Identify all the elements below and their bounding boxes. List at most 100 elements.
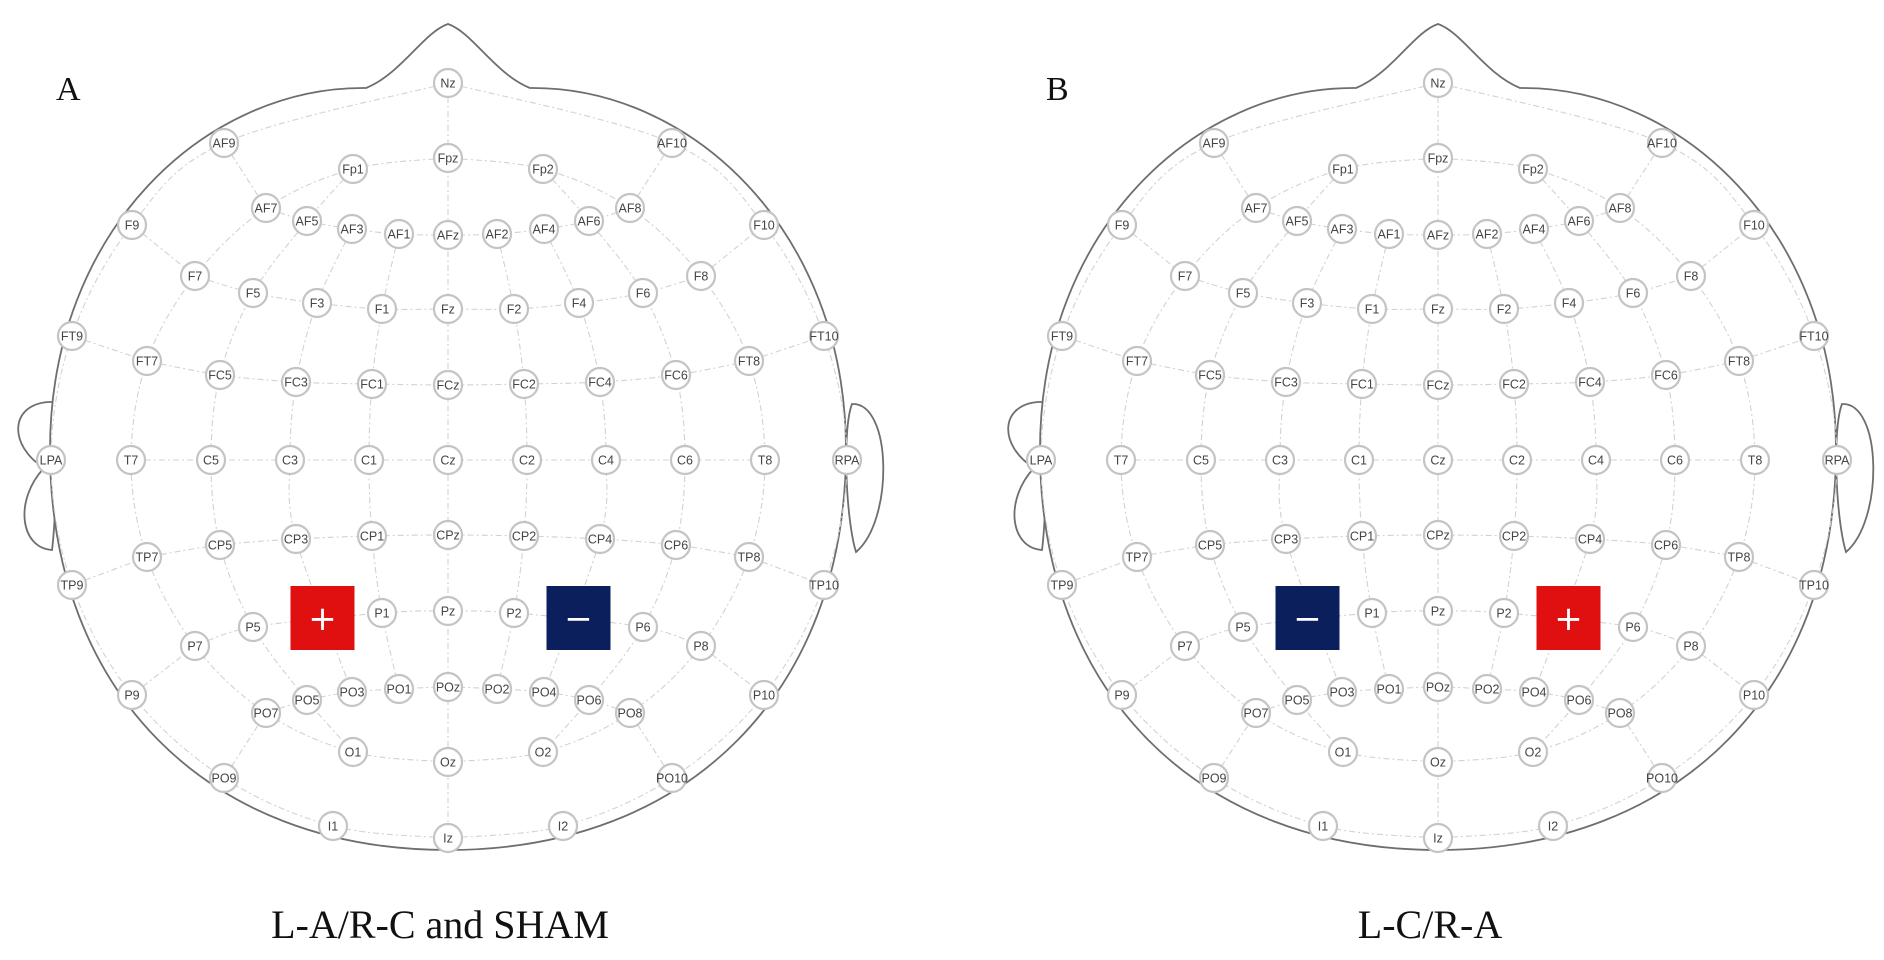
electrode-marker	[614, 192, 646, 224]
grid-line	[146, 534, 750, 558]
electrode-label: Nz	[440, 77, 455, 91]
electrode-lpa: LPA	[1025, 444, 1057, 476]
electrode-label: AF5	[296, 215, 319, 229]
electrode-po6: PO6	[573, 684, 605, 716]
anode-pad-square	[1536, 586, 1601, 650]
grid-line	[543, 228, 608, 693]
electrode-marker	[353, 444, 385, 476]
electrode-label: CP5	[208, 539, 232, 553]
electrode-po5: PO5	[1281, 684, 1313, 716]
grid-line	[130, 157, 449, 763]
electrode-cp4: CP4	[584, 523, 616, 555]
electrode-label: O1	[1335, 746, 1352, 760]
electrode-t8: T8	[749, 444, 781, 476]
electrode-po3: PO3	[336, 676, 368, 708]
electrode-f1: F1	[366, 293, 398, 325]
electrode-label: CP2	[1502, 530, 1526, 544]
electrode-marker	[481, 218, 513, 250]
electrode-label: RPA	[1825, 454, 1850, 468]
electrode-po8: PO8	[1604, 697, 1636, 729]
electrode-label: F5	[1236, 287, 1251, 301]
electrode-label: AF1	[388, 228, 411, 242]
electrode-label: C4	[1588, 454, 1604, 468]
electrode-label: AF7	[1245, 202, 1268, 216]
electrode-af3: AF3	[336, 213, 368, 245]
electrode-marker	[1264, 444, 1296, 476]
electrode-f7: F7	[179, 260, 211, 292]
electrode-i1: I1	[1307, 810, 1339, 842]
electrode-af2: AF2	[1471, 218, 1503, 250]
electrode-marker	[1518, 213, 1550, 245]
electrode-label: FC6	[1654, 369, 1678, 383]
electrode-marker	[1422, 595, 1454, 627]
electrode-marker	[527, 736, 559, 768]
electrode-marker	[366, 597, 398, 629]
electrode-marker	[432, 444, 464, 476]
electrode-marker	[301, 287, 333, 319]
electrode-label: C4	[598, 454, 614, 468]
electrode-marker	[383, 218, 415, 250]
electrode-marker	[1356, 293, 1388, 325]
electrode-f9: F9	[116, 209, 148, 241]
electrode-label: C5	[203, 454, 219, 468]
electrode-marker	[432, 595, 464, 627]
electrode-marker	[733, 345, 765, 377]
electrode-iz: Iz	[432, 822, 464, 854]
electrode-t8: T8	[1739, 444, 1771, 476]
grid-line	[447, 157, 766, 763]
electrode-po1: PO1	[383, 673, 415, 705]
electrode-marker	[1106, 209, 1138, 241]
electrode-label: PO1	[386, 683, 411, 697]
electrode-label: PO8	[1607, 707, 1632, 721]
electrode-f4: F4	[1553, 287, 1585, 319]
electrode-label: CP2	[512, 530, 536, 544]
electrode-marker	[1194, 359, 1226, 391]
electrode-f3: F3	[301, 287, 333, 319]
grid-line	[447, 82, 848, 839]
electrode-marker	[573, 684, 605, 716]
electrode-p2: P2	[1488, 597, 1520, 629]
electrode-label: AFz	[1427, 229, 1449, 243]
electrode-marker	[1185, 444, 1217, 476]
electrode-marker	[250, 697, 282, 729]
electrode-marker	[481, 673, 513, 705]
electrode-label: P5	[1235, 621, 1250, 635]
electrode-label: FC4	[588, 376, 612, 390]
electrode-marker	[1227, 611, 1259, 643]
electrode-label: POz	[1426, 681, 1450, 695]
electrode-marker	[1821, 444, 1853, 476]
electrode-label: PO3	[339, 686, 364, 700]
electrode-marker	[627, 277, 659, 309]
electrode-marker	[1121, 541, 1153, 573]
electrode-label: AF3	[1331, 223, 1354, 237]
electrode-label: CP3	[1274, 533, 1298, 547]
electrode-label: PO10	[1646, 772, 1678, 786]
electrode-marker	[195, 444, 227, 476]
electrode-label: P9	[124, 689, 139, 703]
electrode-marker	[1198, 127, 1230, 159]
anode-pad: +	[290, 586, 355, 650]
electrode-label: FT9	[1051, 330, 1073, 344]
electrode-marker	[1327, 736, 1359, 768]
electrode-label: FC3	[1274, 376, 1298, 390]
electrode-fc6: FC6	[1650, 359, 1682, 391]
electrode-marker	[1422, 746, 1454, 778]
electrode-fc2: FC2	[508, 368, 540, 400]
electrode-label: F10	[753, 219, 775, 233]
electrode-marker	[1281, 684, 1313, 716]
electrode-marker	[432, 369, 464, 401]
electrode-marker	[1046, 569, 1078, 601]
electrode-label: PO2	[1474, 683, 1499, 697]
electrode-c1: C1	[1343, 444, 1375, 476]
electrode-marker	[317, 810, 349, 842]
electrode-label: Fz	[441, 303, 455, 317]
electrode-label: F4	[572, 297, 587, 311]
electrode-label: FC5	[1198, 369, 1222, 383]
electrode-label: F3	[310, 297, 325, 311]
grid-line	[1040, 82, 1439, 839]
electrode-o2: O2	[527, 736, 559, 768]
electrode-label: PO7	[253, 707, 278, 721]
electrode-marker	[584, 366, 616, 398]
electrode-po1: PO1	[1373, 673, 1405, 705]
